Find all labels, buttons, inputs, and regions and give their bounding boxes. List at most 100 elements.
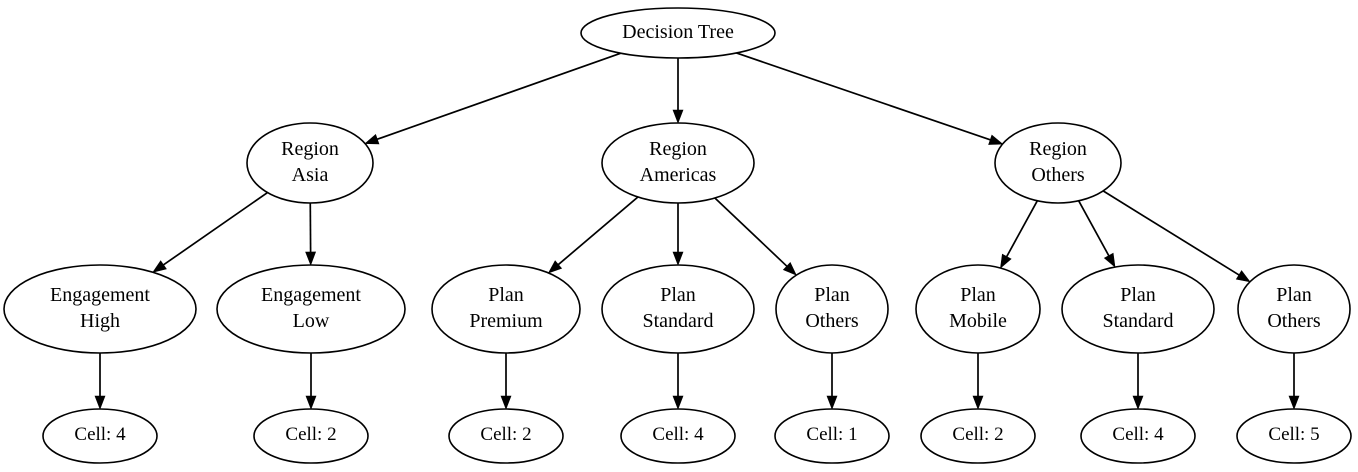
edge-arrowhead-icon <box>672 251 684 266</box>
tree-node[interactable]: Cell: 4 <box>620 408 736 464</box>
node-label-line: Plan <box>960 284 996 306</box>
node-label-line: Americas <box>640 164 717 186</box>
node-ellipse-shape <box>1236 408 1352 464</box>
edge-arrowhead-icon <box>1288 395 1300 410</box>
node-label-line: Region <box>649 138 707 160</box>
node-label-line: High <box>80 310 120 332</box>
tree-node[interactable]: Decision Tree <box>580 7 776 59</box>
node-label-line: Cell: 2 <box>480 424 531 445</box>
edge-arrowhead-icon <box>500 395 512 410</box>
node-ellipse-shape <box>1237 264 1351 354</box>
tree-edge <box>1102 190 1240 276</box>
node-label-line: Asia <box>292 164 329 186</box>
tree-node[interactable]: Cell: 2 <box>920 408 1036 464</box>
node-label-line: Others <box>805 310 859 332</box>
node-label-line: Region <box>1029 138 1087 160</box>
edge-arrowhead-icon <box>1000 253 1012 269</box>
node-ellipse-shape <box>448 408 564 464</box>
node-ellipse-shape <box>920 408 1036 464</box>
edge-arrowhead-icon <box>826 395 838 410</box>
node-label-line: Cell: 4 <box>74 424 126 445</box>
node-ellipse-shape <box>774 408 890 464</box>
node-label-line: Premium <box>469 310 543 332</box>
node-ellipse-shape <box>620 408 736 464</box>
tree-node[interactable]: Cell: 4 <box>1080 408 1196 464</box>
node-label-line: Others <box>1267 310 1321 332</box>
node-label: Cell: 5 <box>1268 424 1319 445</box>
edge-arrowhead-icon <box>672 395 684 410</box>
node-label: Cell: 4 <box>74 424 126 445</box>
node-label-line: Low <box>293 310 330 332</box>
node-label: Cell: 2 <box>480 424 531 445</box>
edges-layer <box>94 52 1300 410</box>
node-ellipse-shape <box>994 122 1122 204</box>
tree-edge <box>714 197 788 267</box>
node-label-line: Plan <box>1120 284 1156 306</box>
tree-node[interactable]: Cell: 4 <box>42 408 158 464</box>
edge-arrowhead-icon <box>364 133 380 145</box>
edge-arrowhead-icon <box>305 395 317 410</box>
node-ellipse-shape <box>246 122 374 204</box>
tree-node[interactable]: Cell: 2 <box>448 408 564 464</box>
edge-arrowhead-icon <box>972 395 984 410</box>
tree-edge <box>557 196 639 266</box>
node-ellipse-shape <box>601 264 755 354</box>
tree-node[interactable]: Cell: 5 <box>1236 408 1352 464</box>
node-label-line: Engagement <box>261 284 361 306</box>
node-ellipse-shape <box>42 408 158 464</box>
edge-arrowhead-icon <box>152 260 167 273</box>
edge-arrowhead-icon <box>94 395 106 410</box>
node-label: Cell: 2 <box>285 424 336 445</box>
tree-edge <box>163 191 269 266</box>
edge-arrowhead-icon <box>1103 252 1116 268</box>
tree-node[interactable]: Cell: 2 <box>253 408 369 464</box>
node-label-line: Plan <box>1276 284 1312 306</box>
node-label-line: Standard <box>1102 310 1173 332</box>
node-label-line: Standard <box>642 310 713 332</box>
node-ellipse-shape <box>253 408 369 464</box>
node-label-line: Cell: 5 <box>1268 424 1319 445</box>
node-label-line: Cell: 4 <box>652 424 704 445</box>
tree-node[interactable]: Cell: 1 <box>774 408 890 464</box>
node-label-line: Mobile <box>949 310 1007 332</box>
node-label: Cell: 4 <box>1112 424 1164 445</box>
node-label-line: Plan <box>660 284 696 306</box>
node-ellipse-shape <box>431 264 581 354</box>
node-ellipse-shape <box>775 264 889 354</box>
node-label-line: Plan <box>814 284 850 306</box>
node-label-line: Plan <box>488 284 524 306</box>
node-ellipse-shape <box>1061 264 1215 354</box>
node-ellipse-shape <box>1080 408 1196 464</box>
edge-arrowhead-icon <box>547 260 563 274</box>
node-ellipse-shape <box>915 264 1041 354</box>
node-label-line: Decision Tree <box>622 21 734 43</box>
edge-arrowhead-icon <box>305 251 317 266</box>
node-label-line: Cell: 2 <box>285 424 336 445</box>
tree-edge <box>1005 200 1039 257</box>
node-label: Cell: 1 <box>806 424 857 445</box>
